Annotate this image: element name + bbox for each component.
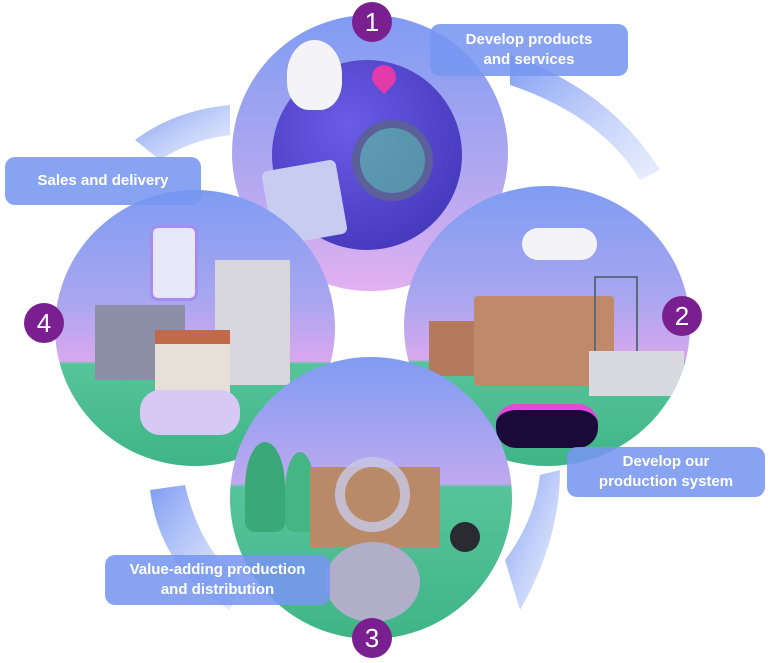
step-3-illustration	[230, 357, 512, 639]
cloud-icon	[522, 228, 597, 260]
trash-bag-icon	[450, 522, 480, 552]
handshake-icon	[140, 390, 240, 435]
substation-icon	[589, 351, 684, 396]
building-icon	[429, 321, 474, 376]
arrow-2-to-3	[505, 470, 560, 610]
magnifier-icon	[352, 120, 433, 201]
step-4-label: Sales and delivery	[5, 157, 201, 205]
house-icon	[155, 330, 230, 399]
power-line-tower-icon	[594, 276, 638, 353]
step-4-badge: 4	[24, 303, 64, 343]
step-2-label: Develop our production system	[567, 447, 765, 497]
machine-icon	[325, 542, 420, 622]
step-3-badge: 3	[352, 618, 392, 658]
recycle-icon	[335, 457, 410, 532]
tree-icon	[245, 442, 285, 532]
step-1-label: Develop products and services	[430, 24, 628, 76]
arrow-1-to-2	[510, 55, 660, 180]
step-3-label: Value-adding production and distribution	[105, 555, 330, 605]
step-2-badge: 2	[662, 296, 702, 336]
phone-icon	[150, 225, 198, 301]
underground-pipes-icon	[496, 404, 598, 448]
step-1-badge: 1	[352, 2, 392, 42]
arrow-4-to-1	[135, 105, 230, 160]
lightbulb-icon	[287, 40, 342, 110]
